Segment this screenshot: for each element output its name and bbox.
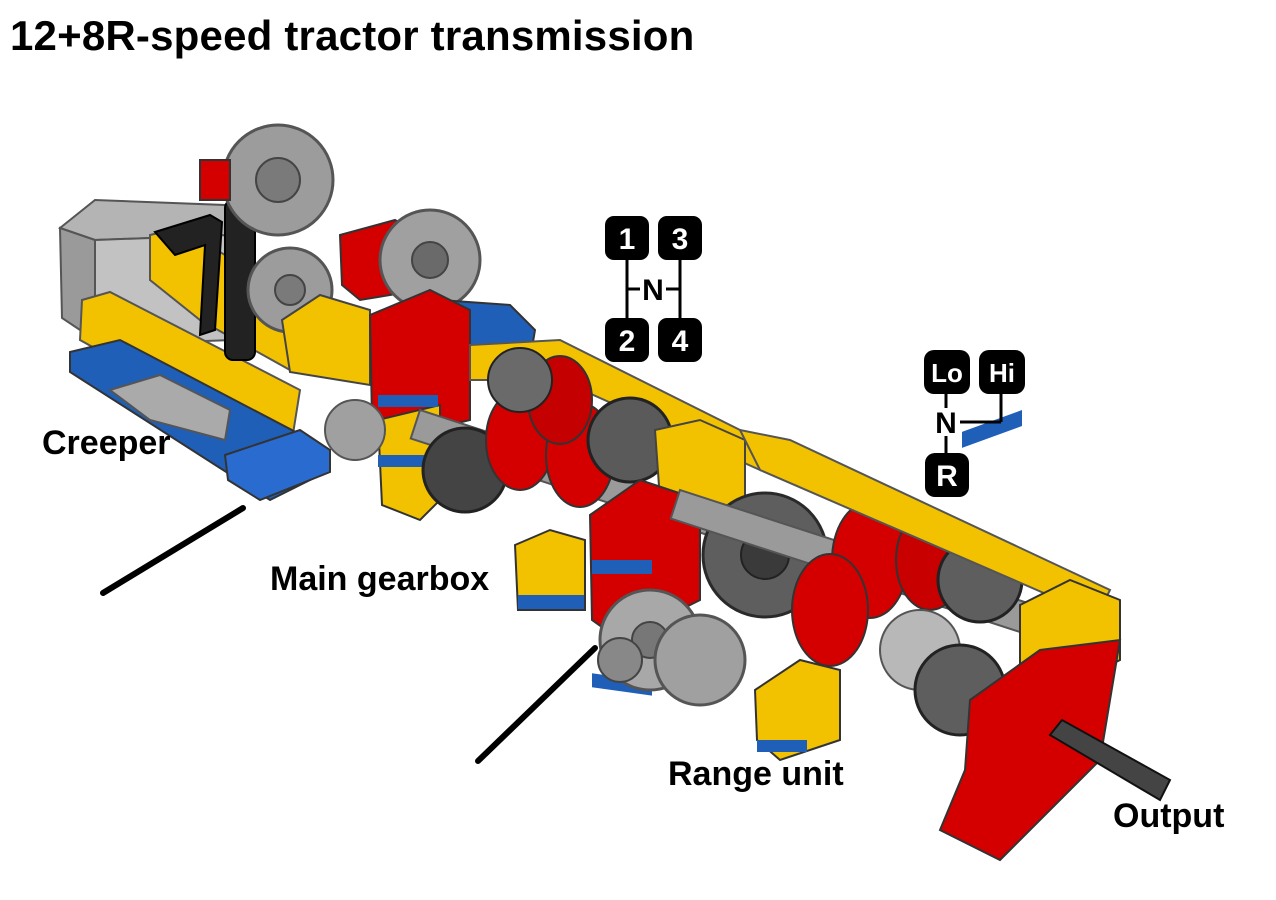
range-r-label: R: [936, 460, 958, 493]
gear-1-label: 1: [619, 223, 636, 256]
gear-4-badge: [658, 318, 702, 362]
range-lo-badge: [924, 350, 970, 394]
range-neutral-label: N: [935, 407, 957, 440]
creeper-label: Creeper: [42, 424, 171, 462]
creeper-assembly: [57, 123, 421, 502]
main-gearbox-assembly: [280, 208, 761, 611]
output-label: Output: [1113, 797, 1225, 835]
range-shift-pattern: Lo Hi N R: [924, 350, 1025, 497]
range-hi-label: Hi: [989, 358, 1015, 388]
gear-3-badge: [658, 216, 702, 260]
range-r-badge: [925, 453, 969, 497]
gear-2-label: 2: [619, 325, 636, 358]
main-shift-pattern: 1 3 N 2 4: [605, 216, 702, 362]
main-gearbox-label: Main gearbox: [270, 560, 490, 598]
range-lo-label: Lo: [931, 358, 963, 388]
range-unit-label: Range unit: [668, 755, 844, 793]
gear-4-label: 4: [672, 325, 689, 358]
range-hi-badge: [979, 350, 1025, 394]
main-neutral-label: N: [642, 274, 664, 307]
range-unit-assembly: [588, 410, 1172, 862]
diagram-title: 12+8R-speed tractor transmission: [10, 12, 695, 59]
gear-1-badge: [605, 216, 649, 260]
creeper-leader-line: [100, 505, 246, 596]
main-gearbox-leader-line: [475, 645, 598, 764]
gear-2-badge: [605, 318, 649, 362]
gear-3-label: 3: [672, 223, 689, 256]
